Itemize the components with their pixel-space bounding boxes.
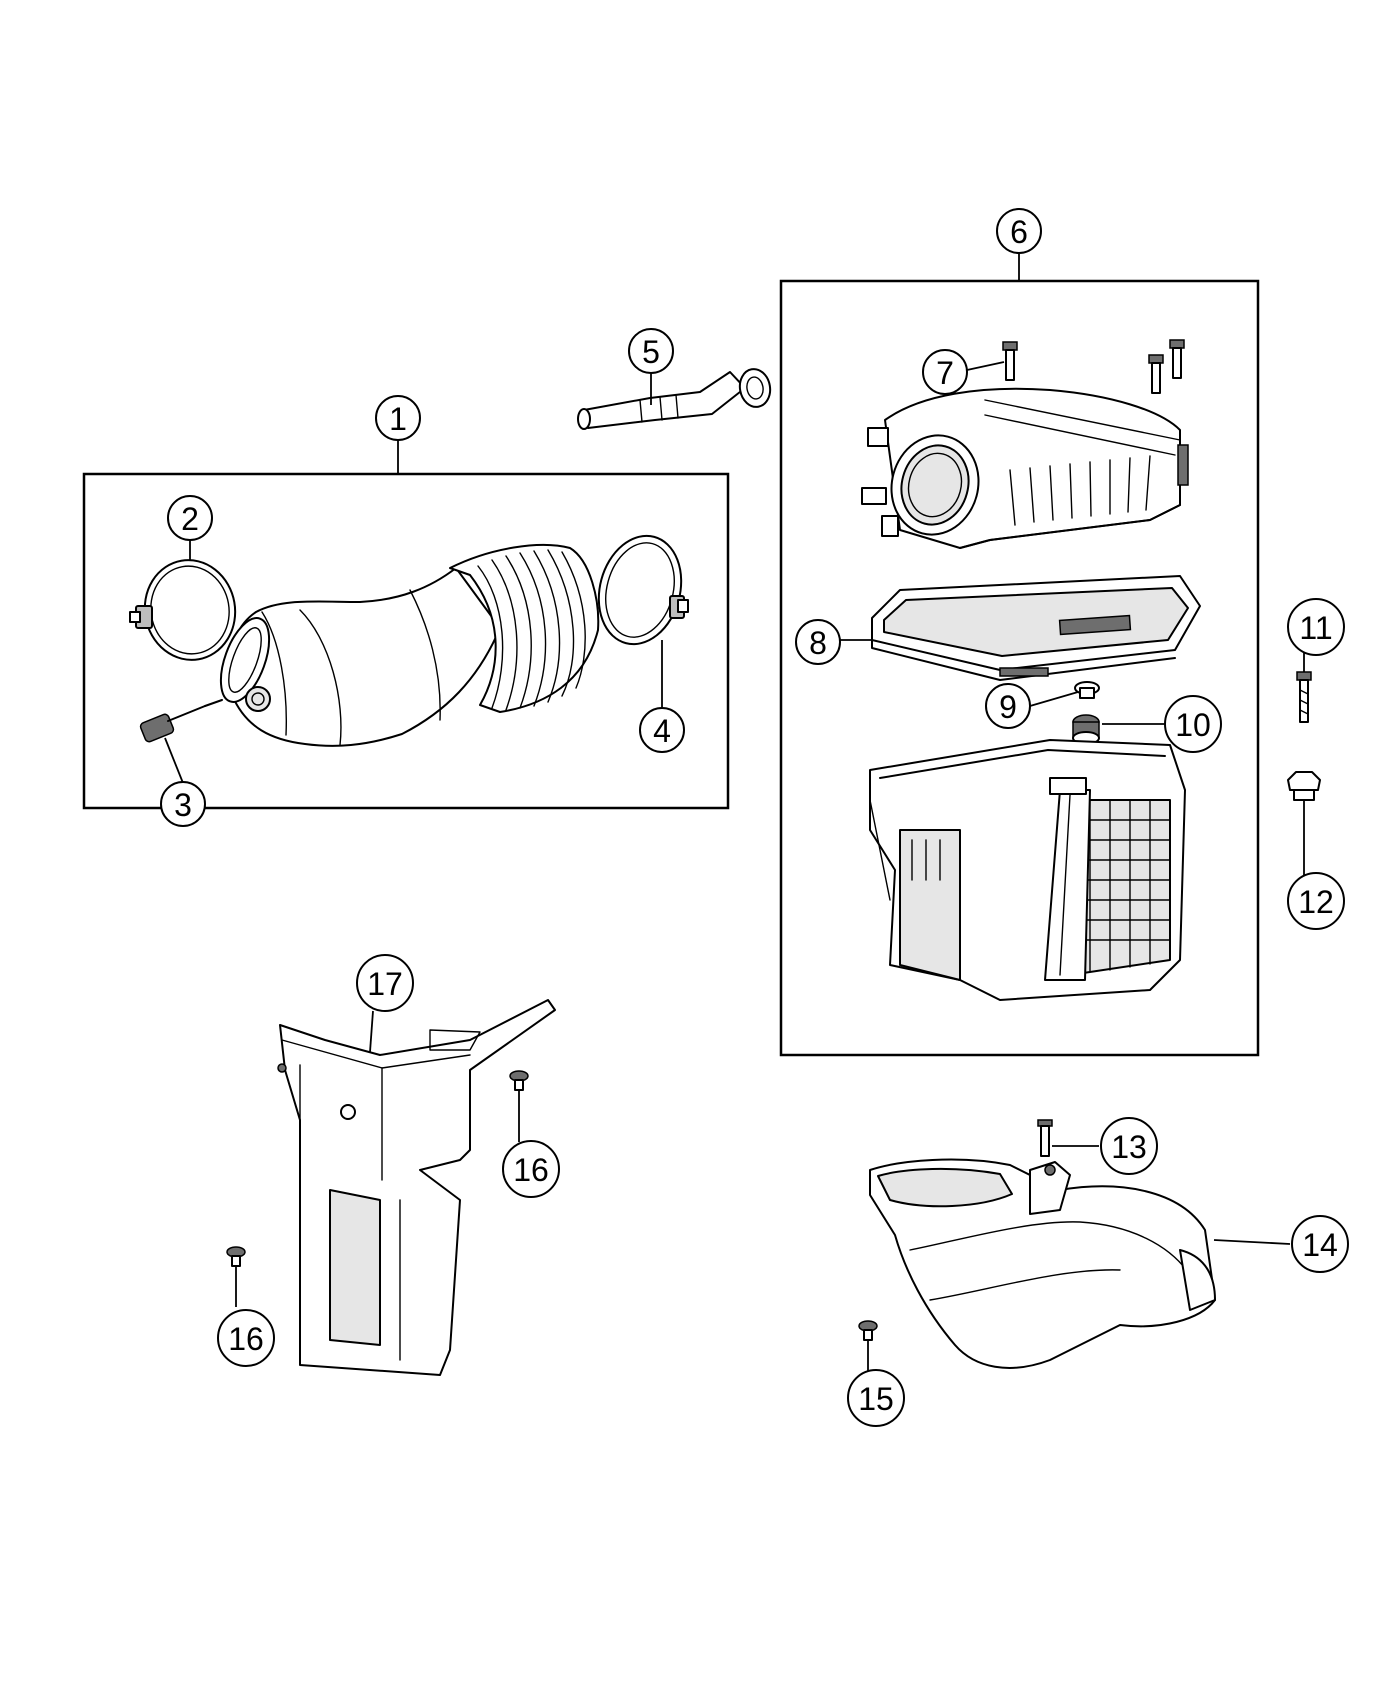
callout-11: 11 [1287,598,1345,656]
callout-13: 13 [1100,1117,1158,1175]
callout-16a: 16 [502,1140,560,1198]
callout-5: 5 [628,328,674,374]
callout-7: 7 [922,349,968,395]
callout-17-label: 17 [367,966,403,1002]
air-inlet-duct [219,543,600,747]
hose-clamp-left [129,559,237,661]
callout-8: 8 [795,619,841,665]
callout-4: 4 [639,707,685,753]
callout-16a-label: 16 [513,1152,549,1188]
callout-15: 15 [847,1369,905,1427]
push-pin-16-right [509,1070,529,1091]
callout-15-label: 15 [858,1381,894,1417]
callout-1-label: 1 [389,401,407,437]
callout-8-label: 8 [809,625,827,661]
callout-14: 14 [1291,1215,1349,1273]
leader-lines [164,253,1305,1371]
screw-13 [1037,1119,1053,1157]
air-intake-duct [869,1158,1216,1369]
callout-11-label: 11 [1299,610,1332,646]
grommet-small [1074,681,1100,699]
air-temperature-sensor [139,699,223,743]
callout-7-label: 7 [936,355,954,391]
push-pin-16-left [226,1246,246,1267]
callout-10-label: 10 [1175,707,1211,743]
callout-2: 2 [167,495,213,541]
screw-icon [1169,339,1185,379]
heat-shield [277,999,556,1376]
push-pin-15 [858,1320,878,1341]
screw-icon [1002,341,1018,381]
callout-1: 1 [375,395,421,441]
callout-6: 6 [996,208,1042,254]
breather-hose [577,368,772,430]
callout-3-label: 3 [174,787,192,823]
air-cleaner-cover [861,387,1189,549]
callout-9: 9 [985,683,1031,729]
bolt [1296,671,1312,723]
callout-9-label: 9 [999,689,1017,725]
callout-13-label: 13 [1111,1129,1147,1165]
callout-16b: 16 [217,1309,275,1367]
callout-17: 17 [356,954,414,1012]
callout-10: 10 [1164,695,1222,753]
air-cleaner-housing [869,739,1186,1001]
callout-4-label: 4 [653,713,671,749]
group-box-1 [82,472,730,810]
callout-14-label: 14 [1302,1227,1338,1263]
callout-6-label: 6 [1010,214,1028,250]
cover-screws [1002,339,1185,394]
screw-icon [1148,354,1164,394]
callout-12: 12 [1287,872,1345,930]
callout-3: 3 [160,781,206,827]
hose-clamp-right [597,534,689,646]
isolator [1072,714,1100,745]
callout-12-label: 12 [1298,884,1334,920]
nut [1287,771,1321,801]
callout-5-label: 5 [642,334,660,370]
callout-2-label: 2 [181,501,199,537]
callout-16b-label: 16 [228,1321,264,1357]
air-filter-element [871,575,1201,681]
